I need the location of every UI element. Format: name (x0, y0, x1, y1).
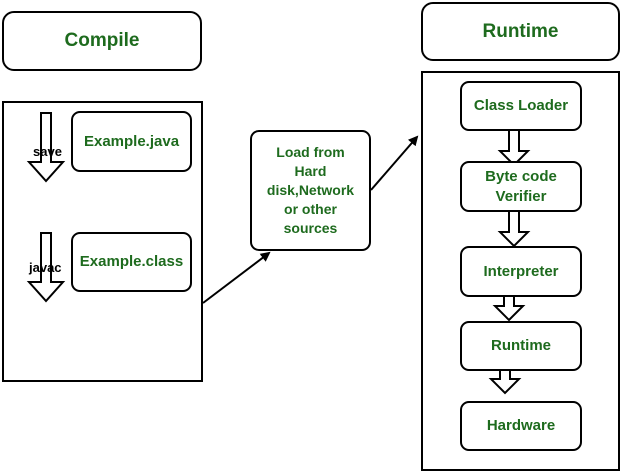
classloader-to-verifier-arrow (497, 126, 531, 167)
runtime-step-label: Runtime (491, 337, 551, 354)
runtime-step-node: Runtime (460, 321, 582, 371)
runtime-title: Runtime (482, 20, 559, 42)
compile-header: Compile (2, 11, 202, 71)
example-class-node: Example.class (71, 232, 192, 292)
interpreter-label: Interpreter (483, 262, 559, 280)
example-java-node: Example.java (71, 111, 192, 172)
bytecode-verifier-label: Byte code Verifier (485, 167, 557, 205)
runtime-header: Runtime (421, 2, 620, 61)
bytecode-verifier-node: Byte code Verifier (460, 161, 582, 212)
save-arrow (26, 112, 66, 183)
load-sources-label: Load from Hard disk,Network or other sou… (266, 144, 355, 236)
hardware-node: Hardware (460, 401, 582, 451)
save-label: save (33, 144, 62, 159)
compile-title: Compile (64, 30, 140, 51)
verifier-to-interpreter-arrow (497, 206, 531, 248)
compile-to-loader-arrow (202, 251, 271, 304)
class-loader-label: Class Loader (473, 97, 569, 114)
class-loader-node: Class Loader (460, 81, 582, 131)
loader-to-runtime-arrow (370, 135, 419, 191)
load-sources-node: Load from Hard disk,Network or other sou… (250, 130, 371, 251)
javac-label: javac (29, 260, 62, 275)
interpreter-node: Interpreter (460, 246, 582, 297)
hardware-label: Hardware (486, 417, 556, 434)
javac-arrow (26, 232, 66, 303)
example-class-label: Example.class (79, 253, 184, 270)
example-java-label: Example.java (83, 132, 180, 150)
